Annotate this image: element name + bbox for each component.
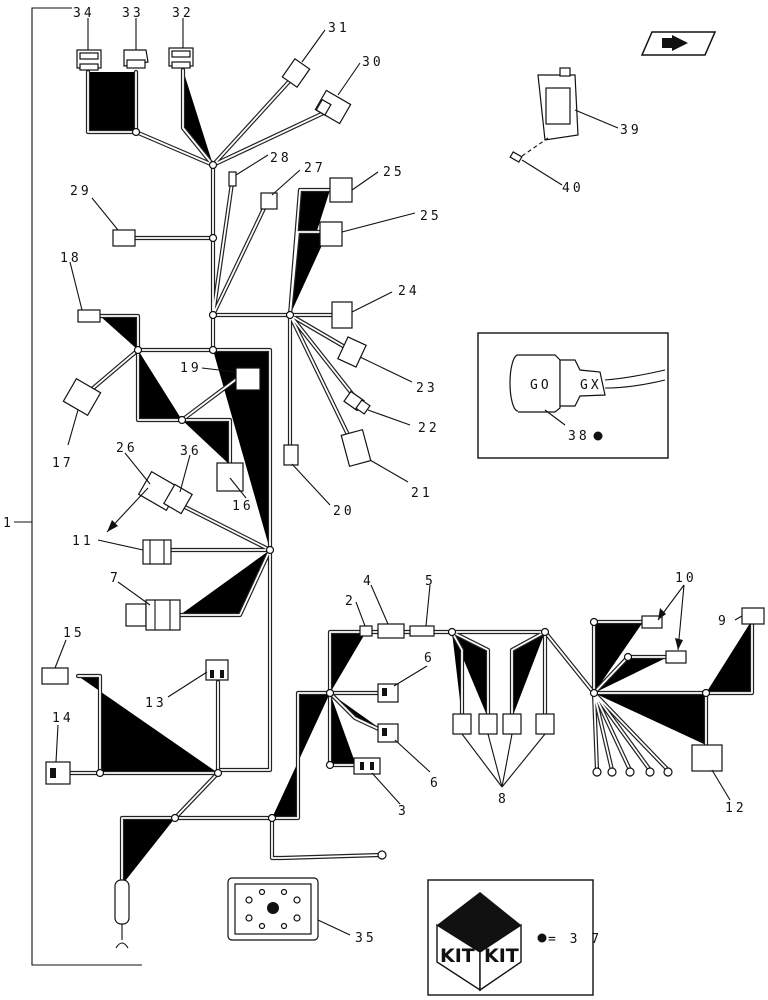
connector-3[interactable] [353, 757, 381, 775]
connector-33[interactable] [123, 49, 149, 69]
kit-word-right: KIT [484, 945, 519, 967]
harness-bracket [14, 7, 142, 966]
callout-17: 17 [52, 456, 74, 471]
connector-30[interactable] [314, 89, 352, 125]
component-16[interactable] [216, 462, 244, 492]
fuse-holder[interactable] [114, 879, 130, 949]
next-page-icon[interactable] [640, 31, 717, 56]
callout-5: 5 [425, 574, 436, 589]
connector-27[interactable] [260, 192, 278, 210]
callout-15: 15 [63, 626, 85, 641]
callout-34: 34 [73, 6, 95, 21]
connector-29[interactable] [112, 229, 136, 247]
connector-7[interactable] [125, 599, 181, 631]
connector-12[interactable] [691, 744, 723, 772]
connector-21[interactable] [340, 428, 372, 468]
connector-20[interactable] [283, 444, 299, 466]
kit-box-icon: KIT KIT [436, 892, 522, 992]
connector-25-lower[interactable] [319, 221, 343, 247]
callout-26: 26 [116, 441, 138, 456]
callout-16: 16 [232, 499, 254, 514]
callout-40: 40 [562, 181, 584, 196]
component-9[interactable] [741, 607, 765, 625]
callout-20: 20 [333, 504, 355, 519]
component-15[interactable] [41, 667, 69, 685]
ecu-connector-35[interactable] [227, 877, 319, 941]
kit-legend-text: = 3 7 [548, 932, 602, 947]
connector-13[interactable] [205, 659, 229, 681]
dot-symbol-icon [593, 431, 603, 441]
callout-21: 21 [411, 486, 433, 501]
connector-25-upper[interactable] [329, 177, 353, 203]
dot-symbol-icon [537, 933, 547, 943]
harness-wires [68, 70, 752, 885]
connector-34[interactable] [76, 49, 102, 71]
connector-14[interactable] [45, 761, 71, 785]
callout-22: 22 [418, 421, 440, 436]
callout-27: 27 [304, 161, 326, 176]
kit-word-left: KIT [440, 945, 475, 967]
inset-connector-text-right: GX [580, 378, 602, 393]
connector-28[interactable] [228, 171, 237, 187]
callout-14: 14 [52, 711, 74, 726]
ring-terminals [592, 767, 673, 777]
callout-33: 33 [122, 6, 144, 21]
callout-13: 13 [145, 696, 167, 711]
callout-6-upper: 6 [424, 651, 435, 666]
sensors-8[interactable] [452, 713, 555, 735]
connector-22[interactable] [343, 390, 371, 415]
callout-25-upper: 25 [383, 165, 405, 180]
callout-38: 38 [568, 429, 590, 444]
callout-8: 8 [498, 792, 509, 807]
callout-10: 10 [675, 571, 697, 586]
callout-36: 36 [180, 444, 202, 459]
module-39[interactable] [537, 67, 579, 141]
connector-6-upper[interactable] [377, 683, 399, 703]
connector-17[interactable] [62, 377, 102, 417]
ring-terminal [377, 850, 387, 860]
inset-connector-text-left: GO [530, 378, 552, 393]
component-19[interactable] [235, 367, 261, 391]
callout-39: 39 [620, 123, 642, 138]
callout-18: 18 [60, 251, 82, 266]
connector-10-upper[interactable] [641, 615, 663, 629]
callout-labels: 1 2 3 4 5 6 6 7 8 9 10 11 12 13 14 15 16… [3, 6, 747, 946]
connector-10-lower[interactable] [665, 650, 687, 664]
callout-28: 28 [270, 151, 292, 166]
connector-23[interactable] [337, 336, 367, 368]
callout-12: 12 [725, 801, 747, 816]
callout-6-lower: 6 [430, 776, 441, 791]
connector-6-lower[interactable] [377, 723, 399, 743]
connector-2-4-5[interactable] [359, 623, 435, 639]
callout-4: 4 [363, 574, 374, 589]
inset-box-38: GO GX [477, 332, 669, 459]
callout-30: 30 [362, 55, 384, 70]
callout-23: 23 [416, 381, 438, 396]
round-connector-38[interactable] [509, 354, 666, 413]
callout-9: 9 [718, 614, 729, 629]
callout-29: 29 [70, 184, 92, 199]
callout-11: 11 [72, 534, 94, 549]
callout-25-lower: 25 [420, 209, 442, 224]
callout-19: 19 [180, 361, 202, 376]
connector-26-36[interactable] [137, 470, 193, 515]
connector-32[interactable] [168, 47, 194, 69]
callout-2: 2 [345, 594, 356, 609]
leader-lines [54, 18, 743, 936]
screw-40[interactable] [509, 137, 549, 163]
callout-32: 32 [172, 6, 194, 21]
connector-18[interactable] [77, 309, 101, 323]
callout-31: 31 [328, 21, 350, 36]
junction-points [95, 127, 711, 823]
callout-3: 3 [398, 804, 409, 819]
connector-31[interactable] [281, 57, 311, 89]
kit-legend-box: KIT KIT = 3 7 [427, 879, 602, 996]
callout-7: 7 [110, 571, 121, 586]
callout-35: 35 [355, 931, 377, 946]
connector-24[interactable] [331, 301, 353, 329]
callout-1: 1 [3, 516, 14, 531]
connector-11[interactable] [142, 539, 172, 565]
callout-24: 24 [398, 284, 420, 299]
